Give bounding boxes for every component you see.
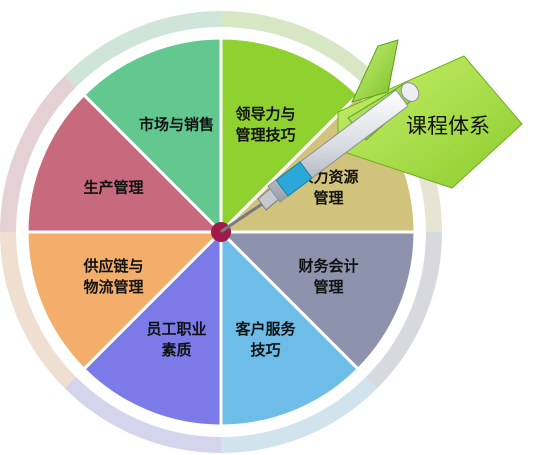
segment-label-service: 客户服务技巧: [235, 320, 297, 359]
segment-label-line: 技巧: [251, 341, 281, 359]
dart: [220, 39, 420, 233]
segment-label-line: 领导力与: [235, 105, 296, 123]
segment-label-supply: 供应链与物流管理: [82, 257, 143, 296]
segment-labels: 领导力与管理技巧人力资源管理财务会计管理客户服务技巧员工职业素质供应链与物流管理…: [82, 105, 358, 359]
ring-arc-staff: [64, 376, 222, 453]
segment-label-line: 市场与销售: [139, 115, 214, 133]
dart-grip-band: [275, 161, 313, 197]
segment-label-line: 供应链与: [82, 257, 143, 275]
ring-arc-finance: [365, 231, 442, 389]
segment-label-production: 生产管理: [83, 178, 143, 196]
segment-label-line: 管理: [314, 189, 344, 207]
outer-ring-band: [0, 11, 442, 453]
segment-marketing: [81, 36, 223, 236]
ring-arc-service: [220, 376, 378, 453]
ring-arc-marketing: [64, 11, 222, 88]
title-banner: 课程体系: [337, 55, 523, 189]
dart-fin-top: [351, 39, 399, 103]
ring-arc-leadership: [220, 11, 378, 88]
segment-label-line: 生产管理: [83, 178, 143, 196]
segment-label-line: 物流管理: [83, 278, 143, 296]
segment-label-marketing: 市场与销售: [139, 115, 214, 133]
segment-finance: [217, 230, 417, 372]
segment-staff: [81, 228, 223, 428]
segment-service: [219, 228, 361, 428]
segment-label-line: 管理技巧: [236, 126, 296, 144]
outer-ring: [0, 11, 442, 453]
banner-title: 课程体系: [406, 114, 490, 138]
segment-label-leadership: 领导力与管理技巧: [235, 105, 296, 144]
segment-label-line: 财务会计: [299, 257, 359, 275]
segment-leadership: [219, 36, 361, 236]
segment-label-finance: 财务会计管理: [299, 257, 359, 296]
segment-label-line: 客户服务: [235, 320, 297, 338]
dart-needle: [220, 202, 264, 233]
ring-arc-production: [0, 75, 77, 233]
segment-supply: [25, 230, 225, 372]
dart-cap: [400, 82, 420, 102]
segment-production: [25, 92, 225, 234]
segment-label-line: 员工职业: [146, 320, 206, 338]
segment-label-staff: 员工职业素质: [146, 320, 206, 359]
segment-label-line: 素质: [161, 341, 191, 359]
ring-arc-supply: [0, 231, 77, 389]
segment-label-line: 管理: [314, 278, 344, 296]
